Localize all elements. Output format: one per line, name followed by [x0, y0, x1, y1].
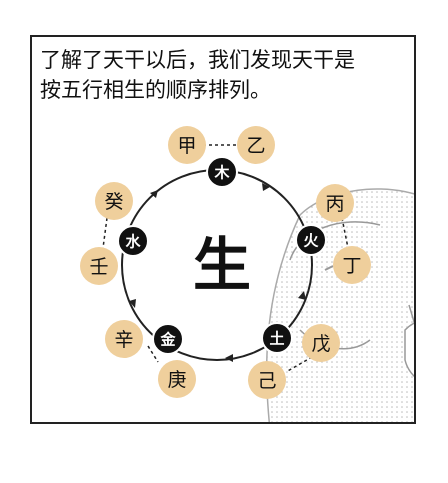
stem-bing: 丙: [316, 184, 354, 222]
stem-gui-label: 癸: [104, 191, 123, 213]
stem-geng-label: 庚: [167, 369, 186, 391]
arrow-icon: [150, 190, 158, 198]
element-water: 水: [117, 225, 149, 257]
stem-xin: 辛: [105, 320, 143, 358]
stem-ding: 丁: [333, 246, 371, 284]
element-metal-label: 金: [159, 331, 176, 349]
element-water-label: 水: [125, 233, 141, 251]
stem-jia-label: 甲: [177, 135, 196, 157]
stem-yi: 乙: [237, 126, 275, 164]
arrow-icon: [262, 183, 270, 191]
element-wood-label: 木: [213, 164, 230, 182]
stem-wu-label: 戊: [311, 333, 330, 355]
cartoon-boy-illustration: [265, 188, 414, 422]
stem-wu: 戊: [302, 324, 340, 362]
stem-jia: 甲: [168, 126, 206, 164]
stem-xin-label: 辛: [114, 329, 133, 351]
stem-ji-label: 己: [257, 370, 276, 392]
caption-text: 了解了天干以后，我们发现天干是 按五行相生的顺序排列。: [40, 45, 412, 105]
cycle-arrows: [129, 183, 306, 362]
stem-ren-label: 壬: [89, 256, 108, 278]
element-earth-label: 土: [269, 330, 284, 348]
stem-geng: 庚: [158, 360, 196, 398]
stem-bing-label: 丙: [325, 193, 344, 215]
element-metal: 金: [152, 323, 184, 355]
arrow-icon: [129, 299, 136, 308]
element-wood: 木: [206, 156, 238, 188]
arrow-icon: [225, 354, 233, 362]
caption-line-2: 按五行相生的顺序排列。: [40, 78, 271, 102]
element-earth: 土: [261, 322, 293, 354]
stem-pair-connectors: [102, 144, 349, 373]
element-fire: 火: [295, 224, 327, 256]
stem-yi-label: 乙: [246, 135, 265, 157]
center-sheng-label: 生: [193, 231, 251, 299]
element-fire-label: 火: [303, 232, 319, 250]
caption-line-1: 了解了天干以后，我们发现天干是: [40, 48, 355, 72]
stem-ren: 壬: [80, 247, 118, 285]
stem-ji: 己: [248, 361, 286, 399]
stem-ding-label: 丁: [342, 255, 361, 277]
arrow-icon: [298, 291, 306, 300]
stem-gui: 癸: [95, 182, 133, 220]
